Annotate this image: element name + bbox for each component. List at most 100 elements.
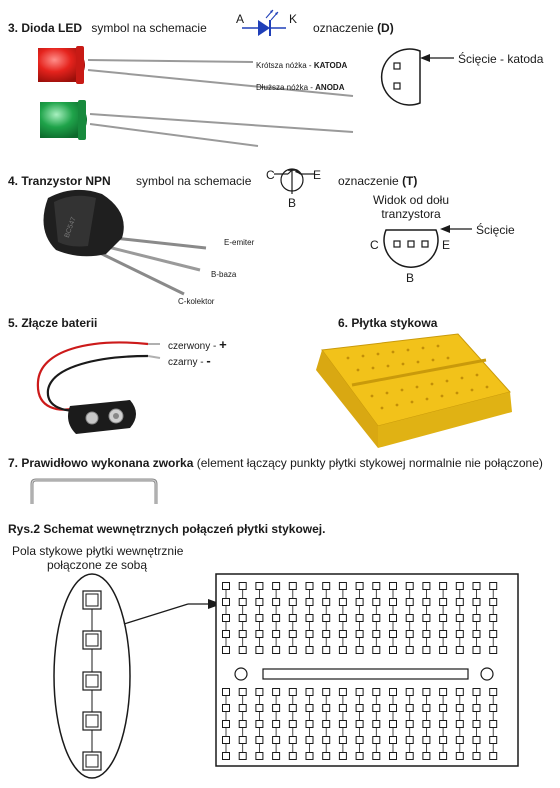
schematic-pad-grid <box>222 582 498 760</box>
schematic-pad <box>489 688 498 696</box>
transistor-symbol-b: B <box>288 196 297 210</box>
callout-ellipse <box>53 573 131 779</box>
schematic-pad <box>255 598 264 606</box>
schematic-pad <box>422 720 431 728</box>
schematic-pad <box>422 630 431 638</box>
schematic-pad <box>255 582 264 590</box>
schematic-pad <box>389 736 397 744</box>
schematic-pad <box>305 752 314 760</box>
schematic-pad <box>288 704 297 712</box>
transistor-symbol-c: C <box>266 168 275 182</box>
schematic-pad <box>322 630 331 638</box>
schematic-pad <box>272 720 281 728</box>
callout-pad-column <box>82 590 102 771</box>
mounting-hole-left <box>234 667 248 681</box>
led-anode-letter: A <box>236 12 245 26</box>
battery-black-sign: - <box>206 353 211 368</box>
schematic-pad <box>355 646 364 654</box>
led-designation-code: (D) <box>377 21 394 35</box>
transistor-base-label: B-baza <box>211 270 237 279</box>
schematic-pad <box>405 598 414 606</box>
schematic-pad <box>372 646 381 654</box>
schematic-pad <box>255 736 264 744</box>
callout-pad-inner <box>85 674 99 688</box>
transistor-collector-label: C-kolektor <box>178 297 215 306</box>
schematic-pad <box>372 688 381 696</box>
schematic-pad <box>338 598 347 606</box>
schematic-pad <box>455 630 464 638</box>
schematic-pad <box>272 614 281 622</box>
schematic-pad <box>355 630 364 638</box>
schematic-pad <box>422 614 431 622</box>
jumper-heading: 7. Prawidłowo wykonana zworka (element ł… <box>8 456 543 470</box>
led-bottom-view <box>380 48 421 106</box>
schematic-pad <box>338 630 347 638</box>
schematic-pad <box>439 646 448 654</box>
schematic-pad <box>238 646 247 654</box>
center-channel <box>262 668 469 680</box>
schematic-pad <box>489 582 498 590</box>
schematic-pad <box>455 688 464 696</box>
schematic-pad <box>255 614 264 622</box>
transistor-cut-label: Ścięcie <box>476 223 515 237</box>
schematic-pad <box>255 630 264 638</box>
schematic-pad <box>238 582 247 590</box>
schematic-pad <box>439 630 448 638</box>
led-cut-label: Ścięcie - katoda <box>458 52 544 66</box>
schematic-pad <box>389 704 397 712</box>
schematic-pad <box>305 646 314 654</box>
schematic-pad <box>455 646 464 654</box>
schematic-pad <box>322 598 331 606</box>
schematic-pad <box>288 752 297 760</box>
schematic-pad <box>405 646 414 654</box>
schematic-pad <box>238 736 247 744</box>
schematic-pad <box>288 736 297 744</box>
schematic-pad <box>472 752 481 760</box>
schematic-pad <box>355 736 364 744</box>
led-heading: 3. Dioda LED symbol na schemacie <box>8 21 207 35</box>
led-diode-symbol <box>242 9 286 36</box>
schematic-pad <box>322 736 331 744</box>
schematic-pad <box>489 630 498 638</box>
schematic-pad <box>255 752 264 760</box>
figure-heading: Rys.2 Schemat wewnętrznych połączeń płyt… <box>8 522 326 536</box>
schematic-pad <box>305 630 314 638</box>
schematic-pad <box>455 598 464 606</box>
schematic-pad <box>472 736 481 744</box>
schematic-pad <box>472 582 481 590</box>
schematic-pad <box>338 614 347 622</box>
led-cathode-letter: K <box>289 12 298 26</box>
schematic-pad <box>222 646 230 654</box>
figure-callout-caption: Pola stykowe płytki wewnętrznie połączon… <box>12 544 184 572</box>
schematic-pad <box>322 720 331 728</box>
transistor-bottom-view-caption: Widok od dołu tranzystora <box>372 193 450 221</box>
schematic-pad <box>355 752 364 760</box>
schematic-pad <box>439 736 448 744</box>
schematic-pad <box>455 704 464 712</box>
schematic-pad <box>305 582 314 590</box>
schematic-pad <box>222 598 230 606</box>
schematic-pad <box>222 720 230 728</box>
schematic-pad <box>255 704 264 712</box>
schematic-pad <box>422 646 431 654</box>
transistor-symbol-e: E <box>313 168 322 182</box>
schematic-pad <box>405 582 414 590</box>
schematic-pad <box>455 752 464 760</box>
schematic-pad <box>389 752 397 760</box>
callout-pad-inner <box>85 593 99 607</box>
schematic-pad <box>338 720 347 728</box>
transistor-designation-code: (T) <box>402 174 418 188</box>
schematic-pad <box>372 752 381 760</box>
schematic-pad <box>372 736 381 744</box>
schematic-pad <box>422 688 431 696</box>
schematic-pad <box>338 736 347 744</box>
schematic-pad <box>472 646 481 654</box>
schematic-pad <box>222 614 230 622</box>
transistor-heading: 4. Tranzystor NPN <box>8 174 111 188</box>
schematic-pad <box>305 736 314 744</box>
schematic-pad <box>322 752 331 760</box>
transistor-bottom-view <box>383 229 439 268</box>
schematic-pad <box>389 614 397 622</box>
schematic-pad <box>322 688 331 696</box>
schematic-pad <box>372 582 381 590</box>
